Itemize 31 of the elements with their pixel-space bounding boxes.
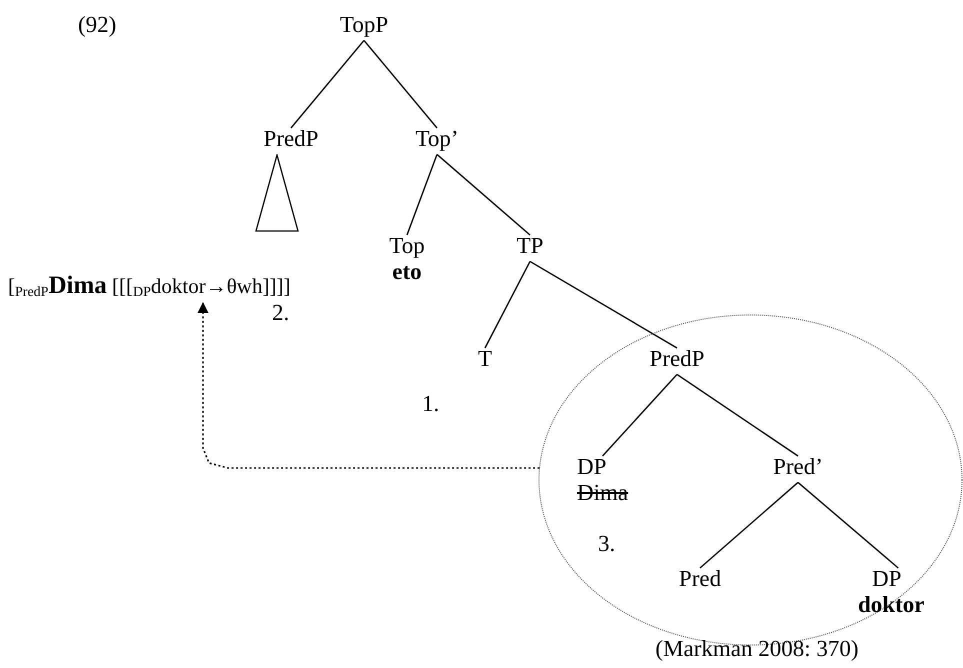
tree-branch: [798, 482, 899, 569]
tree-branch: [676, 374, 798, 457]
tree-branch: [436, 154, 530, 236]
node-label: TopP: [340, 12, 388, 38]
tree-branch: [700, 482, 798, 569]
node-label: Pred: [678, 566, 722, 592]
node-label: DP: [872, 566, 902, 592]
tree-branch: [363, 40, 438, 128]
word-label: doktor: [858, 592, 924, 619]
node-label: T: [478, 346, 492, 372]
node-label: Top: [389, 233, 425, 260]
node-label: Top’: [415, 126, 459, 152]
node-label: PredP: [650, 346, 704, 372]
word-label: Dima: [577, 480, 628, 507]
example-number: 2.: [272, 300, 290, 326]
example-number: 3.: [598, 531, 616, 558]
example-number: (92): [78, 12, 116, 38]
word-label: eto: [391, 259, 423, 286]
tree-branch: [290, 40, 365, 128]
movement-arrow: [197, 302, 540, 469]
node-label: PredP: [264, 126, 318, 152]
node-label: DP: [577, 454, 608, 480]
tree-branch: [406, 154, 438, 236]
tree-branch: [602, 374, 678, 456]
tree-branch: [484, 261, 531, 348]
bracketed-phrase: [$_{PredP}$Dima [[[$_{DP}$doktor→θwh]]]]: [8, 272, 290, 302]
citation: (Markman 2008: 370): [655, 636, 859, 662]
node-label: TP: [516, 233, 544, 260]
node-label: Pred’: [773, 454, 823, 480]
example-number: 1.: [422, 391, 440, 418]
tree-branch: [530, 260, 678, 349]
